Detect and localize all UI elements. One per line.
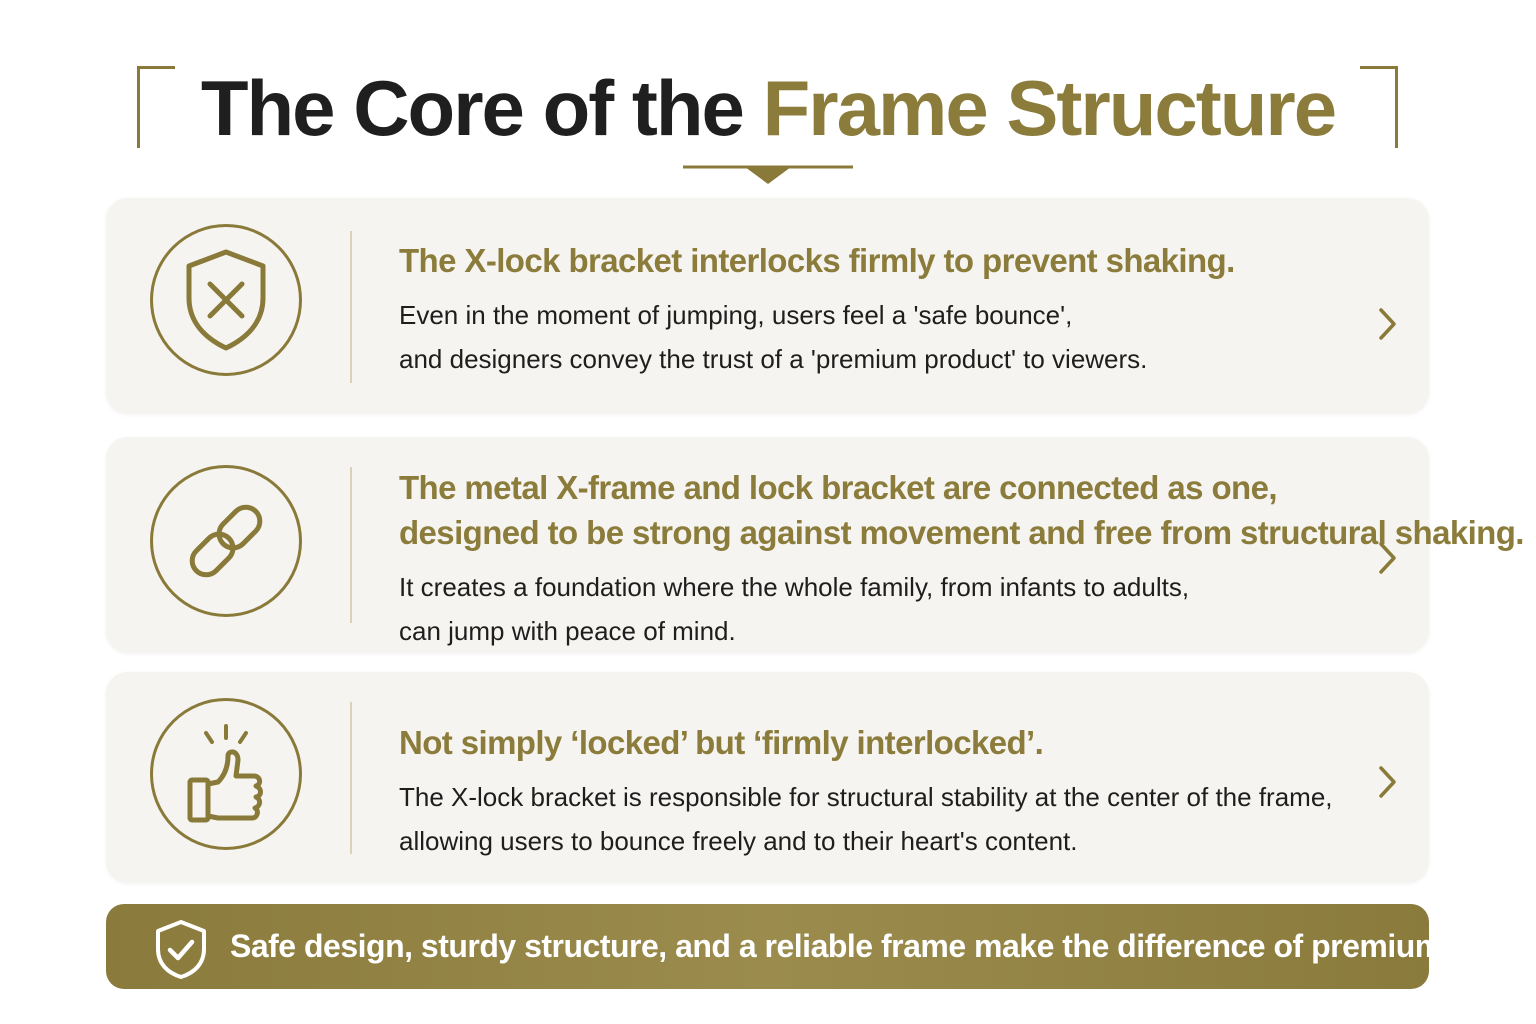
card-body-line: It creates a foundation where the whole …: [399, 572, 1190, 602]
page-title-part-2: Frame Structure: [762, 64, 1338, 152]
card-divider: [350, 702, 352, 854]
feature-card-interlocked[interactable]: Not simply ‘locked’ but ‘firmly interloc…: [106, 672, 1429, 883]
card-text: The metal X-frame and lock bracket are c…: [399, 465, 1524, 653]
card-heading-line: designed to be strong against movement a…: [399, 514, 1524, 551]
card-body-line: Even in the moment of jumping, users fee…: [399, 300, 1073, 330]
card-heading: Not simply ‘locked’ but ‘firmly interloc…: [399, 720, 1359, 765]
card-body-line: and designers convey the trust of a 'pre…: [399, 344, 1148, 374]
card-body-line: The X-lock bracket is responsible for st…: [399, 782, 1333, 812]
card-divider: [350, 231, 352, 383]
card-divider: [350, 467, 352, 623]
card-heading-line: The metal X-frame and lock bracket are c…: [399, 469, 1278, 506]
card-heading: The metal X-frame and lock bracket are c…: [399, 465, 1524, 555]
shield-x-icon: [186, 249, 266, 351]
card-text: Not simply ‘locked’ but ‘firmly interloc…: [399, 720, 1359, 863]
chain-link-icon: [189, 504, 263, 578]
page-title: The Core of the Frame Structure: [0, 58, 1536, 158]
feature-card-xframe[interactable]: The metal X-frame and lock bracket are c…: [106, 437, 1524, 653]
chevron-right-icon[interactable]: [1374, 538, 1400, 578]
card-text: The X-lock bracket interlocks firmly to …: [399, 238, 1359, 381]
header-bracket-left: [137, 66, 175, 148]
premium-banner: Safe design, sturdy structure, and a rel…: [106, 904, 1452, 989]
title-pointer-divider: [683, 165, 853, 184]
card-heading: The X-lock bracket interlocks firmly to …: [399, 238, 1359, 283]
card-heading-line: The X-lock bracket interlocks firmly to …: [399, 242, 1235, 279]
page-title-part-1: The Core of the: [200, 64, 763, 152]
header-bracket-right: [1360, 66, 1398, 148]
card-heading-line: Not simply ‘locked’ but ‘firmly interloc…: [399, 724, 1044, 761]
feature-icon-circle: [150, 698, 302, 850]
shield-check-icon: [156, 920, 206, 979]
card-body-line: allowing users to bounce freely and to t…: [399, 826, 1078, 856]
chevron-right-icon[interactable]: [1374, 304, 1400, 344]
card-body: The X-lock bracket is responsible for st…: [399, 775, 1359, 863]
feature-card-xlock[interactable]: The X-lock bracket interlocks firmly to …: [106, 198, 1429, 414]
card-body-line: can jump with peace of mind.: [399, 616, 736, 646]
card-body: Even in the moment of jumping, users fee…: [399, 293, 1359, 381]
banner-text: Safe design, sturdy structure, and a rel…: [230, 928, 1452, 964]
feature-icon-circle: [150, 224, 302, 376]
chevron-right-icon[interactable]: [1374, 762, 1400, 802]
card-body: It creates a foundation where the whole …: [399, 565, 1359, 653]
thumbs-up-icon: [187, 724, 263, 823]
feature-icon-circle: [150, 465, 302, 617]
